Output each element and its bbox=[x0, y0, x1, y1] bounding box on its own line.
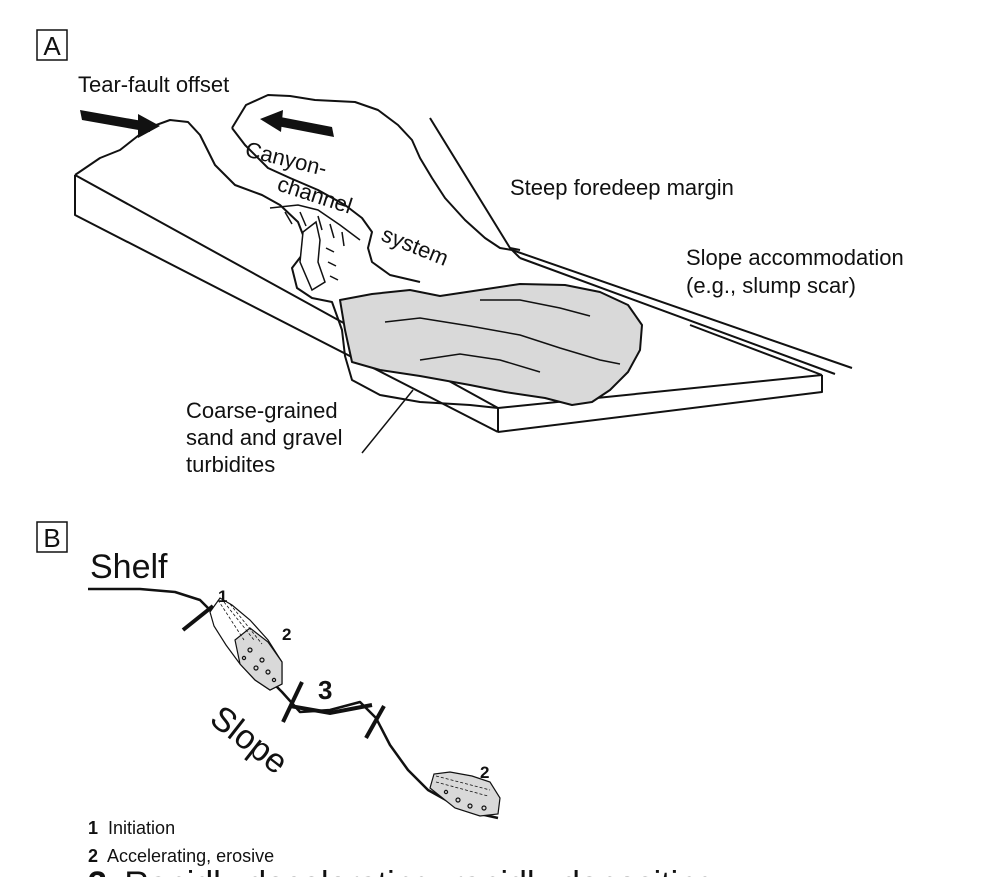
foredeep-wall bbox=[429, 117, 853, 375]
label-tear-fault: Tear-fault offset bbox=[78, 72, 229, 97]
coarse-leader bbox=[361, 389, 414, 454]
label-coarse-2: sand and gravel bbox=[186, 425, 343, 450]
east-ridge bbox=[231, 94, 513, 251]
boundary-bar-3 bbox=[364, 705, 386, 739]
panel-a: A bbox=[36, 29, 904, 477]
boundary-bar-2 bbox=[281, 681, 304, 723]
tear-fault-arrow-right-head bbox=[260, 110, 283, 132]
panel-a-label: A bbox=[43, 31, 61, 61]
legend-item-2-num: 2 bbox=[88, 846, 98, 866]
legend-item-3: 3 Rapidly decelerating, rapidly depositi… bbox=[88, 865, 716, 877]
lobe-channels bbox=[384, 299, 621, 373]
panel-b: B Shelf 1 2 3 2 Sl bbox=[36, 521, 716, 877]
tear-fault-arrow-left-head bbox=[138, 114, 160, 138]
zone3-segment bbox=[289, 703, 373, 716]
zone-1-number: 1 bbox=[218, 587, 227, 606]
upper-flow bbox=[209, 597, 283, 691]
zone-2-upper-number: 2 bbox=[282, 625, 291, 644]
label-slope: Slope bbox=[203, 698, 295, 781]
legend-item-1: 1 Initiation bbox=[88, 818, 175, 838]
lower-flow bbox=[429, 771, 501, 817]
legend-item-3-text: Rapidly decelerating, rapidly depositing bbox=[124, 865, 716, 877]
tear-fault-arrow-right bbox=[270, 115, 334, 137]
zone-3-number: 3 bbox=[318, 675, 332, 705]
turbidite-lobe bbox=[339, 283, 643, 406]
legend: 1 Initiation 2 Accelerating, erosive 3 R… bbox=[88, 818, 716, 877]
label-coarse-1: Coarse-grained bbox=[186, 398, 338, 423]
panel-a-label-box bbox=[36, 29, 68, 61]
zone-2-lower-number: 2 bbox=[480, 763, 489, 782]
label-canyon-3: system bbox=[378, 221, 452, 270]
canyon-east-wall bbox=[231, 127, 421, 283]
label-foredeep: Steep foredeep margin bbox=[510, 175, 734, 200]
panel-b-label-box bbox=[36, 521, 68, 553]
panel-b-label: B bbox=[43, 523, 60, 553]
label-slope-acc-1: Slope accommodation bbox=[686, 245, 904, 270]
boundary-bar-1 bbox=[181, 604, 215, 632]
legend-item-2-text: Accelerating, erosive bbox=[107, 846, 274, 866]
legend-item-1-text: Initiation bbox=[108, 818, 175, 838]
legend-item-3-num: 3 bbox=[88, 865, 107, 877]
label-shelf: Shelf bbox=[90, 548, 168, 586]
label-slope-acc-2: (e.g., slump scar) bbox=[686, 273, 856, 298]
tear-fault-arrow-left bbox=[80, 110, 150, 132]
legend-item-2: 2 Accelerating, erosive bbox=[88, 846, 274, 866]
slump-scar bbox=[269, 204, 361, 292]
legend-item-1-num: 1 bbox=[88, 818, 98, 838]
label-coarse-3: turbidites bbox=[186, 452, 275, 477]
